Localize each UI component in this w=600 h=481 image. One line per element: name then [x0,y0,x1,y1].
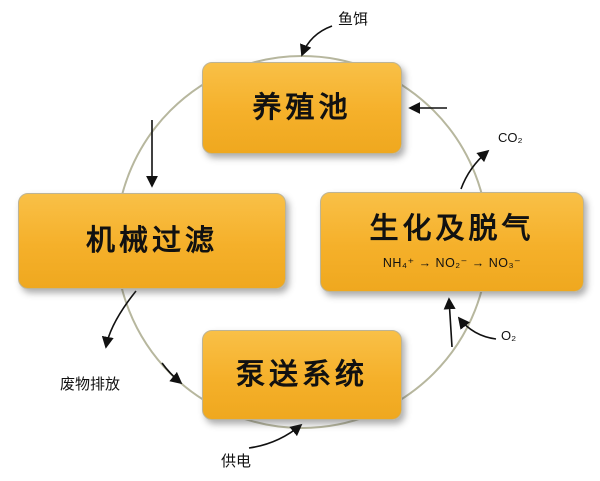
waste-label: 废物排放 [60,376,121,393]
o2-label: O₂ [501,328,517,343]
node-bio-degassing: 生化及脱气 NH₄⁺ → NO₂⁻ → NO₃⁻ [320,192,584,292]
co2-label: CO₂ [498,130,523,145]
node-pump-system-label: 泵送系统 [235,358,368,391]
feed-label: 鱼饵 [338,11,369,28]
arrow-o2-into-bio [457,316,497,340]
arrow-feed-into-pond [300,25,333,57]
node-mechanical-filter-label: 机械过滤 [85,224,218,257]
arrow-pump-to-bio [443,297,456,348]
arrow-co2-out [460,149,490,190]
node-bio-degassing-reaction: NH₄⁺ → NO₂⁻ → NO₃⁻ [382,255,522,270]
node-mechanical-filter: 机械过滤 [18,193,286,289]
node-aquaculture-pond-label: 养殖池 [252,91,352,124]
arrow-waste-out [101,290,137,349]
arrow-power-into-pump [248,423,303,449]
node-bio-degassing-label: 生化及脱气 [369,212,535,245]
node-aquaculture-pond: 养殖池 [202,62,402,154]
node-pump-system: 泵送系统 [202,330,402,420]
power-label: 供电 [221,453,252,470]
arrow-filter-to-pump [161,362,183,385]
